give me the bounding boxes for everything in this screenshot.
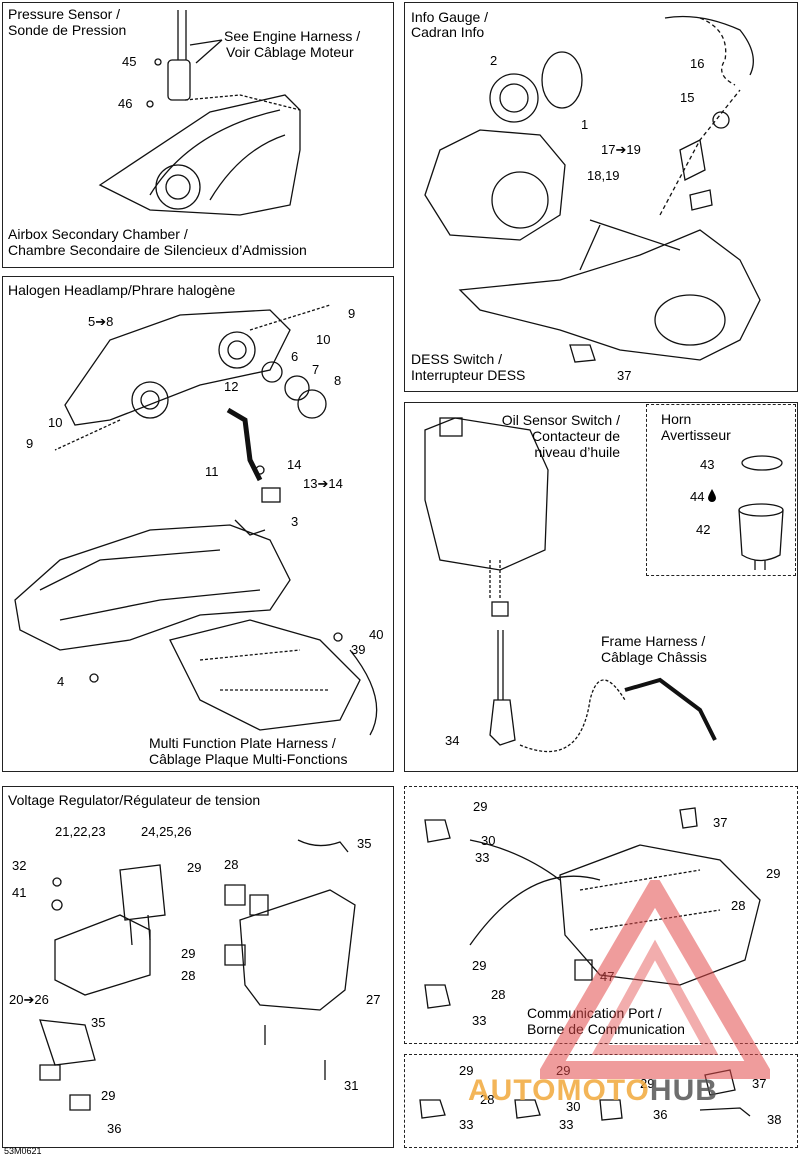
part-number: 30 [481,833,496,848]
part-number: 28 [731,898,746,913]
part-number: 2 [490,53,498,68]
part-number: 16 [690,56,705,71]
part-number: 18,19 [587,168,620,183]
engine-harness-callout-en: See Engine Harness / [224,28,361,44]
part-number: 28 [224,857,239,872]
panel-oil-sensor [404,402,798,772]
part-number: 38 [767,1112,782,1127]
part-number: 42 [696,522,711,537]
pressure-sensor-title-en: Pressure Sensor / [8,6,121,22]
panel-voltage-regulator [2,786,394,1148]
part-number: 5➔8 [88,314,114,329]
part-number: 32 [12,858,27,873]
multi-function-harness-label-fr: Câblage Plaque Multi-Fonctions [149,751,348,767]
part-number: 8 [334,373,342,388]
part-number: 1 [581,117,589,132]
part-number: 43 [700,457,715,472]
panel-halogen-headlamp [2,276,394,772]
dess-switch-label-fr: Interrupteur DESS [411,367,526,383]
part-number: 9 [348,306,356,321]
watermark-text-hub: HUB [649,1074,718,1107]
multi-function-harness-label-en: Multi Function Plate Harness / [149,735,336,751]
part-number: 29 [640,1076,655,1091]
part-number: 37 [752,1076,767,1091]
oil-sensor-title-line1: Oil Sensor Switch / [501,412,620,428]
droplet-icon [708,489,716,502]
voltage-regulator-title: Voltage Regulator/Régulateur de tension [8,792,261,808]
panel-bottom-parts [404,1054,798,1148]
part-number: 41 [12,885,27,900]
part-number: 33 [472,1013,487,1028]
part-number: 31 [344,1078,359,1093]
part-number: 28 [480,1092,495,1107]
part-number: 33 [459,1117,474,1132]
part-number: 39 [351,642,366,657]
panel-communication-port [404,786,798,1044]
frame-harness-label-en: Frame Harness / [601,633,706,649]
panel-pressure-sensor [2,2,394,268]
part-number: 7 [312,362,320,377]
part-number: 20➔26 [9,992,49,1007]
horn-title-fr: Avertisseur [661,427,731,443]
part-number: 10 [316,332,331,347]
watermark-text: AUTOMOTOHUB [468,1074,718,1108]
part-number: 24,25,26 [141,824,192,839]
oil-sensor-title-line3: niveau d’huile [534,444,620,460]
part-number: 15 [680,90,695,105]
part-number: 27 [366,992,381,1007]
part-number: 3 [291,514,299,529]
part-number: 29 [101,1088,116,1103]
part-number: 33 [475,850,490,865]
part-number: 35 [91,1015,106,1030]
part-number: 37 [713,815,728,830]
part-number: 37 [617,368,632,383]
info-gauge-title-fr: Cadran Info [411,24,485,40]
headlamp-title: Halogen Headlamp/Phrare halogène [8,282,236,298]
part-number: 29 [459,1063,474,1078]
part-number: 40 [369,627,384,642]
part-number: 45 [122,54,137,69]
part-number: 10 [48,415,63,430]
frame-harness-label-fr: Câblage Châssis [601,649,707,665]
part-number: 29 [473,799,488,814]
part-number: 30 [566,1099,581,1114]
part-number: 33 [559,1117,574,1132]
watermark-logo-icon [540,880,770,1079]
horn-title-en: Horn [661,411,692,427]
part-number: 35 [357,836,372,851]
dess-switch-label-en: DESS Switch / [411,351,503,367]
part-number: 36 [653,1107,668,1122]
info-gauge-title-en: Info Gauge / [411,9,489,25]
part-number: 44 [690,489,705,504]
panel-horn [646,404,796,576]
airbox-label-fr: Chambre Secondaire de Silencieux d’Admis… [8,242,307,258]
part-number: 13➔14 [303,476,343,491]
part-number: 17➔19 [601,142,641,157]
part-number: 21,22,23 [55,824,106,839]
part-number: 29 [472,958,487,973]
part-number: 6 [291,349,299,364]
part-number: 12 [224,379,239,394]
oil-sensor-title-line2: Contacteur de [532,428,620,444]
airbox-label-en: Airbox Secondary Chamber / [8,226,188,242]
part-number: 4 [57,674,65,689]
part-number: 34 [445,733,460,748]
part-number: 29 [187,860,202,875]
pressure-sensor-title-fr: Sonde de Pression [8,22,127,38]
part-number: 9 [26,436,34,451]
panel-info-gauge [404,2,798,392]
part-number: 14 [287,457,302,472]
part-number: 46 [118,96,133,111]
part-number: 36 [107,1121,122,1136]
part-number: 29 [181,946,196,961]
communication-port-label-en: Communication Port / [527,1005,662,1021]
part-number: 28 [491,987,506,1002]
part-number: 29 [766,866,781,881]
part-number: 11 [205,464,219,479]
watermark-text-main: AUTOMOTO [468,1074,650,1107]
engine-harness-callout-fr: Voir Câblage Moteur [226,44,354,60]
drawing-code: 53M0621 [4,1146,42,1156]
part-number: 28 [181,968,196,983]
